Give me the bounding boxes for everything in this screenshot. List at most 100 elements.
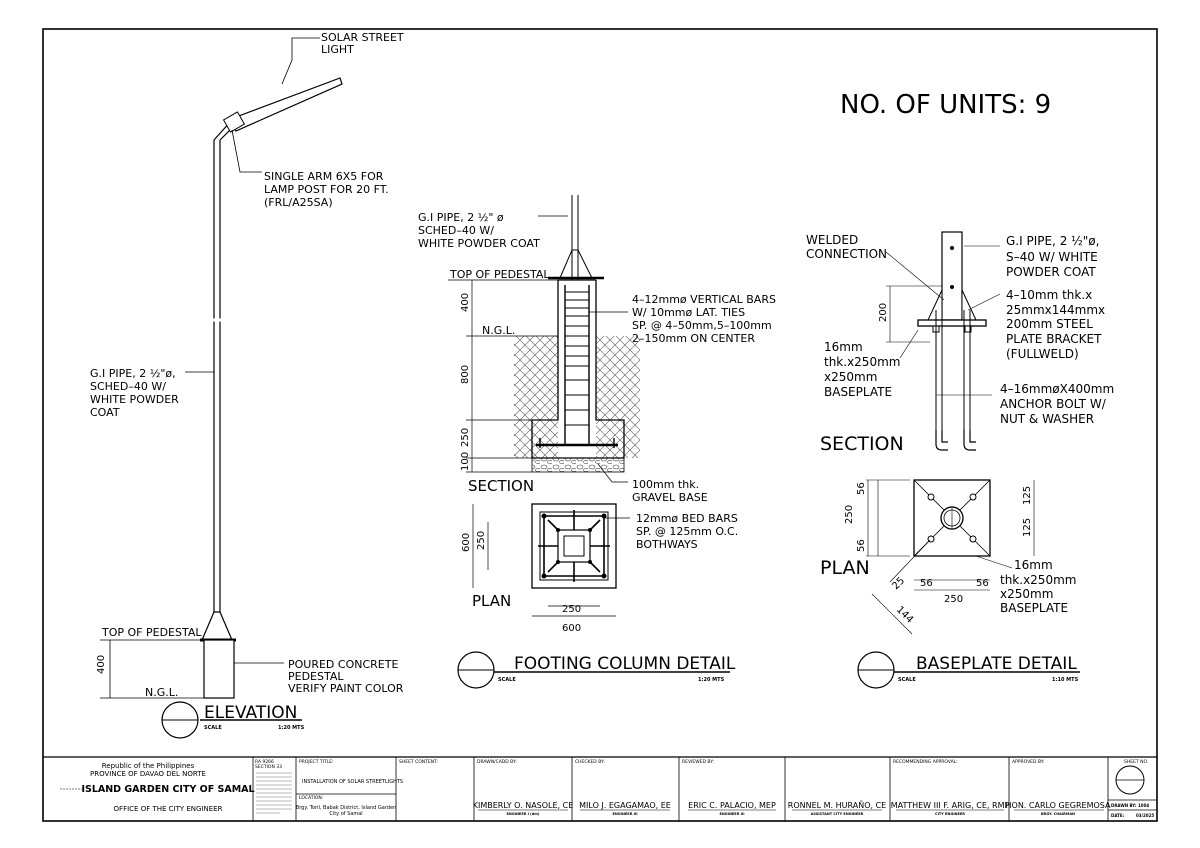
footing-section: [448, 195, 640, 483]
plate2-label-2: thk.x250mm: [1000, 573, 1076, 587]
bed-label-1: 12mmø BED BARS: [636, 512, 738, 525]
bp-dim-125b: 125: [1022, 518, 1033, 537]
baseplate-scale: 1:10 MTS: [1052, 677, 1079, 683]
recommending-name: MATTHEW III F. ARIG, CE, RMP: [891, 801, 1010, 810]
drawn-label: DRAWN/CADD BY:: [477, 759, 517, 765]
bars-label-4: 2–150mm ON CENTER: [632, 332, 755, 345]
project-title: INSTALLATION OF SOLAR STREETLIGHTS: [302, 779, 403, 785]
elevation-view: [100, 37, 343, 699]
dim-250-bottom: 250: [562, 604, 581, 615]
anchor-label-1: 4–16mmøX400mm: [1000, 382, 1114, 396]
footing-pipe-label-2: SCHED–40 W/: [418, 224, 494, 237]
drawn-by-label: DRAWN BY:: [1111, 803, 1137, 808]
reviewed-role: ENGINEER III: [719, 812, 744, 816]
recommending-role: CITY ENGINEER: [935, 812, 965, 816]
plate-label-3: x250mm: [824, 370, 877, 384]
solar-light-label-2: LIGHT: [321, 43, 354, 56]
dim-400: 400: [460, 293, 471, 312]
bars-label-3: SP. @ 4–50mm,5–100mm: [632, 319, 772, 332]
baseplate-title: BASEPLATE DETAIL: [916, 654, 1077, 674]
location-1: Brgy. Toril, Babak District, Island Gard…: [296, 805, 396, 811]
footing-labels: G.I PIPE, 2 ½" ø SCHED–40 W/ WHITE POWDE…: [418, 211, 776, 689]
footing-pipe-label-3: WHITE POWDER COAT: [418, 237, 540, 250]
sheet-border: [42, 28, 1158, 822]
arm-label-2: LAMP POST FOR 20 FT.: [264, 183, 389, 196]
elevation-scale-label: SCALE: [204, 725, 222, 731]
recommending-label: RECOMMENDING APPROVAL:: [893, 759, 958, 765]
footing-scale-label: SCALE: [498, 677, 516, 683]
ra-label-2: SECTION 33: [255, 764, 282, 770]
plate2-label-4: BASEPLATE: [1000, 601, 1068, 615]
gravel-label-1: 100mm thk.: [632, 478, 699, 491]
bed-label-2: SP. @ 125mm O.C.: [636, 525, 738, 538]
concrete-label-2: PEDESTAL: [288, 670, 344, 683]
bars-label-1: 4–12mmø VERTICAL BARS: [632, 293, 776, 306]
bp-dim-25: 25: [890, 575, 907, 592]
bracket-label-3: 200mm STEEL: [1006, 317, 1093, 331]
republic-label: Republic of the Philippines: [102, 762, 195, 770]
ra-label-1: RA 9266: [255, 759, 274, 765]
top-pedestal-label: TOP OF PEDESTAL: [101, 626, 202, 639]
approved-role: BRGY. CHAIRMAN: [1041, 812, 1075, 816]
checked-label: CHECKED BY:: [575, 759, 605, 765]
title-block: Republic of the Philippines PROVINCE OF …: [43, 756, 1157, 821]
pipe-label-3: WHITE POWDER: [90, 393, 179, 406]
baseplate-scale-label: SCALE: [898, 677, 916, 683]
footing-scale: 1:20 MTS: [698, 677, 725, 683]
footing-top-pedestal: TOP OF PEDESTAL: [449, 268, 550, 281]
elevation-scale: 1:20 MTS: [278, 725, 305, 731]
dim-800: 800: [460, 365, 471, 384]
bracket-label-5: (FULLWELD): [1006, 347, 1079, 361]
bp-dim-56c: 56: [920, 578, 933, 589]
arm-label-3: (FRL/A25SA): [264, 196, 333, 209]
concrete-label-1: POURED CONCRETE: [288, 658, 398, 671]
drawn-role: ENGINEER I (dm): [507, 812, 540, 816]
gravel-label-2: GRAVEL BASE: [632, 491, 708, 504]
sheet-no-label: SHEET NO.: [1124, 759, 1148, 765]
dim-600: 600: [461, 533, 472, 552]
anchor-label-3: NUT & WASHER: [1000, 412, 1094, 426]
pipe-label-2: SCHED–40 W/: [90, 380, 166, 393]
bp-dim-56a: 56: [856, 482, 867, 495]
bracket-label-2: 25mmx144mmx: [1006, 303, 1105, 317]
welded-label-2: CONNECTION: [806, 247, 887, 261]
bp-dim-250: 250: [844, 505, 855, 524]
pipe-label-4: COAT: [90, 406, 120, 419]
baseplate-labels: WELDED CONNECTION G.I PIPE, 2 ½"ø, S–40 …: [806, 233, 1114, 689]
bp-pipe-label-1: G.I PIPE, 2 ½"ø,: [1006, 234, 1099, 248]
anchor-label-2: ANCHOR BOLT W/: [1000, 397, 1107, 411]
checked-name: MILO J. EGAGAMAO, EE: [579, 801, 671, 810]
sheet-content-label: SHEET CONTENT:: [399, 759, 438, 765]
solar-light-label-1: SOLAR STREET: [321, 31, 404, 44]
reviewed-name: ERIC C. PALACIO, MEP: [688, 801, 776, 810]
dim-600-bottom: 600: [562, 623, 581, 634]
date-label: DATE:: [1111, 813, 1125, 818]
approved-label: APPROVED BY:: [1012, 759, 1044, 765]
date-value: 03/2025: [1136, 813, 1154, 818]
drawn-by-value: 1004: [1138, 803, 1149, 808]
footing-pipe-label-1: G.I PIPE, 2 ½" ø: [418, 211, 504, 224]
bp-dim-125a: 125: [1022, 486, 1033, 505]
dim-400-label: 400: [96, 655, 107, 674]
bed-label-3: BOTHWAYS: [636, 538, 698, 551]
plate-label-2: thk.x250mm: [824, 355, 900, 369]
dim-100: 100: [460, 452, 471, 471]
arm-label-1: SINGLE ARM 6X5 FOR: [264, 170, 384, 183]
footing-section-label: SECTION: [468, 477, 534, 495]
location-2: City of Samal: [329, 811, 362, 817]
bracket-label-4: PLATE BRACKET: [1006, 332, 1102, 346]
approved-name: HON. CARLO GEGREMOSA: [1006, 801, 1112, 810]
baseplate-plan: [866, 479, 1035, 635]
bp-dim-56b: 56: [856, 539, 867, 552]
bp-pipe-label-2: S–40 W/ WHITE: [1006, 250, 1098, 264]
pipe-label-1: G.I PIPE, 2 ½"ø,: [90, 367, 176, 380]
bp-dim-56d: 56: [976, 578, 989, 589]
office-label: OFFICE OF THE CITY ENGINEER: [114, 805, 223, 813]
elevation-labels: SOLAR STREET LIGHT SINGLE ARM 6X5 FOR LA…: [90, 31, 404, 739]
checked-role: ENGINEER III: [612, 812, 637, 816]
welded-label-1: WELDED: [806, 233, 858, 247]
bp-pipe-label-3: POWDER COAT: [1006, 265, 1096, 279]
role4: ASSISTANT CITY ENGINEER: [811, 812, 864, 816]
footing-ngl: N.G.L.: [482, 324, 515, 337]
